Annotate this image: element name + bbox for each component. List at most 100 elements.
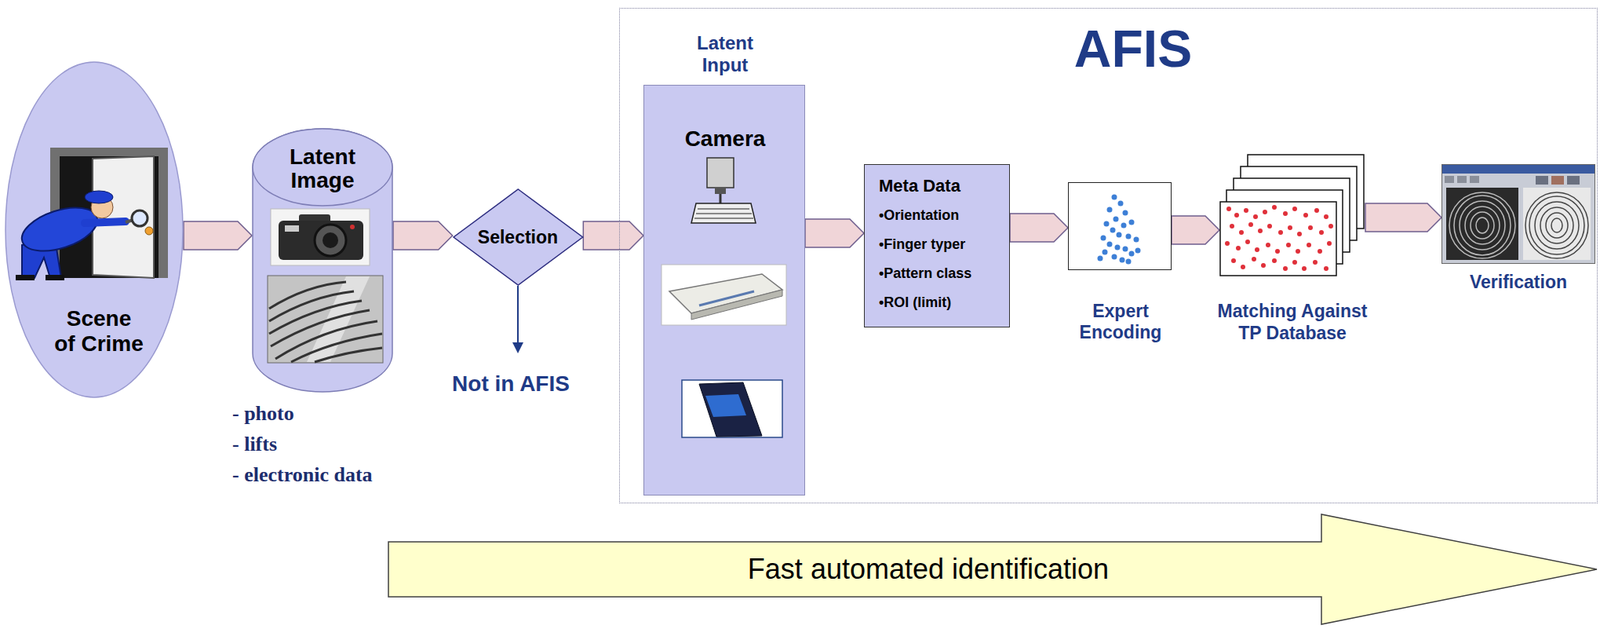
panel-heading: Latent Input: [681, 32, 769, 77]
art-path: [291, 333, 383, 362]
art-ellipse: [1534, 201, 1579, 249]
meta-heading: Meta Data: [878, 174, 1000, 198]
art-circle: [1301, 266, 1307, 271]
art-circle: [1102, 249, 1108, 256]
list-item: - lifts: [232, 431, 277, 457]
art-circle: [1328, 223, 1334, 229]
art-ellipse: [1529, 196, 1585, 255]
art-circle: [1107, 241, 1113, 248]
step-label: Expert Encoding: [1065, 300, 1176, 343]
art-circle: [1303, 212, 1309, 218]
art-circle: [1240, 264, 1246, 270]
art-rect: [15, 274, 35, 281]
art-ellipse: [1454, 195, 1511, 256]
art-ellipse: [16, 199, 103, 260]
art-rect: [707, 157, 734, 188]
art-circle: [1275, 248, 1280, 254]
art-rect: [714, 187, 726, 194]
region-title: AFIS: [1074, 19, 1192, 78]
art-rect: [267, 275, 383, 363]
step-label: Matching Against TP Database: [1213, 299, 1371, 344]
art-circle: [1251, 256, 1257, 262]
art-ellipse: [1551, 218, 1563, 233]
verification-screen: [1441, 164, 1596, 264]
art-g: [1097, 194, 1141, 265]
art-circle: [1107, 207, 1113, 213]
cylinder-top: [252, 128, 393, 206]
art-circle: [1323, 266, 1329, 271]
art-circle: [1231, 258, 1236, 263]
art-circle: [1292, 259, 1298, 265]
art-circle: [1271, 258, 1277, 263]
art-rect: [284, 225, 299, 232]
text-slot: Scene of Crime: [54, 306, 145, 357]
art-circle: [1265, 242, 1271, 248]
art-circle: [1243, 207, 1249, 213]
ellipse-outline: [5, 61, 183, 398]
art-line: [84, 221, 126, 223]
art-rect: [1551, 175, 1564, 185]
metadata-box: Meta Data•Orientation•Finger typer•Patte…: [863, 164, 1010, 328]
art-rect: [1469, 175, 1480, 183]
art-rect: [1220, 201, 1337, 276]
cylinder-label: Latent Image: [279, 145, 366, 193]
connector: [1009, 213, 1068, 242]
art-polygon: [306, 276, 370, 362]
art-ellipse: [1470, 211, 1495, 239]
art-circle: [1287, 225, 1293, 230]
art-polygon: [691, 289, 783, 320]
art-circle: [1308, 225, 1313, 230]
art-circle: [1122, 210, 1129, 216]
encoding-box: Expert Encoding: [1067, 182, 1172, 270]
art-circle: [314, 224, 347, 256]
text-slot: Latent Image: [279, 145, 366, 193]
art-rect: [1535, 175, 1549, 185]
art-line: [697, 208, 750, 210]
list-item: - electronic data: [232, 462, 373, 488]
art-rect: [1446, 187, 1519, 260]
art-g: [1224, 204, 1334, 271]
art-ellipse: [1459, 200, 1506, 250]
connector: [805, 218, 864, 248]
art-circle: [1286, 242, 1291, 248]
scene-ellipse: Scene of Crime: [4, 61, 184, 398]
text-slot: Camera: [646, 126, 804, 152]
art-ellipse: [1465, 206, 1500, 245]
art-circle: [1282, 266, 1288, 271]
art-path: [314, 347, 383, 362]
card-stack: [1219, 153, 1366, 277]
art-polygon: [691, 203, 756, 223]
art-circle: [1122, 246, 1129, 252]
art-g: [1525, 192, 1589, 259]
input-panel: Latent InputCamera: [643, 84, 806, 496]
art-circle: [1235, 245, 1241, 251]
art-circle: [1133, 236, 1140, 243]
art-path: [275, 320, 378, 359]
art-g: [269, 281, 383, 362]
art-circle: [1253, 214, 1258, 219]
label-slot: - photo: [232, 400, 295, 427]
art-circle: [1306, 242, 1312, 248]
art-circle: [145, 226, 154, 235]
art-circle: [1129, 251, 1135, 257]
art-circle: [131, 210, 148, 226]
art-circle: [1314, 207, 1320, 213]
art-path: [269, 300, 362, 334]
art-line: [696, 213, 752, 215]
art-circle: [1126, 258, 1132, 265]
art-ellipse: [1525, 192, 1589, 259]
art-ellipse: [1545, 212, 1568, 238]
text-slot: Not in AFIS: [435, 370, 587, 398]
verification-image: Verification: [1441, 164, 1596, 264]
art-circle: [1239, 229, 1244, 235]
art-circle: [1119, 257, 1126, 263]
minutiae-dots: [1068, 182, 1173, 271]
art-circle: [1110, 227, 1116, 234]
art-rect: [661, 264, 787, 325]
art-circle: [1271, 204, 1277, 210]
database-stack: Matching Against TP Database: [1219, 153, 1366, 277]
meta-bullet: •Finger typer: [878, 229, 1000, 259]
art-circle: [1229, 223, 1235, 229]
scene-label: Scene of Crime: [54, 306, 145, 357]
